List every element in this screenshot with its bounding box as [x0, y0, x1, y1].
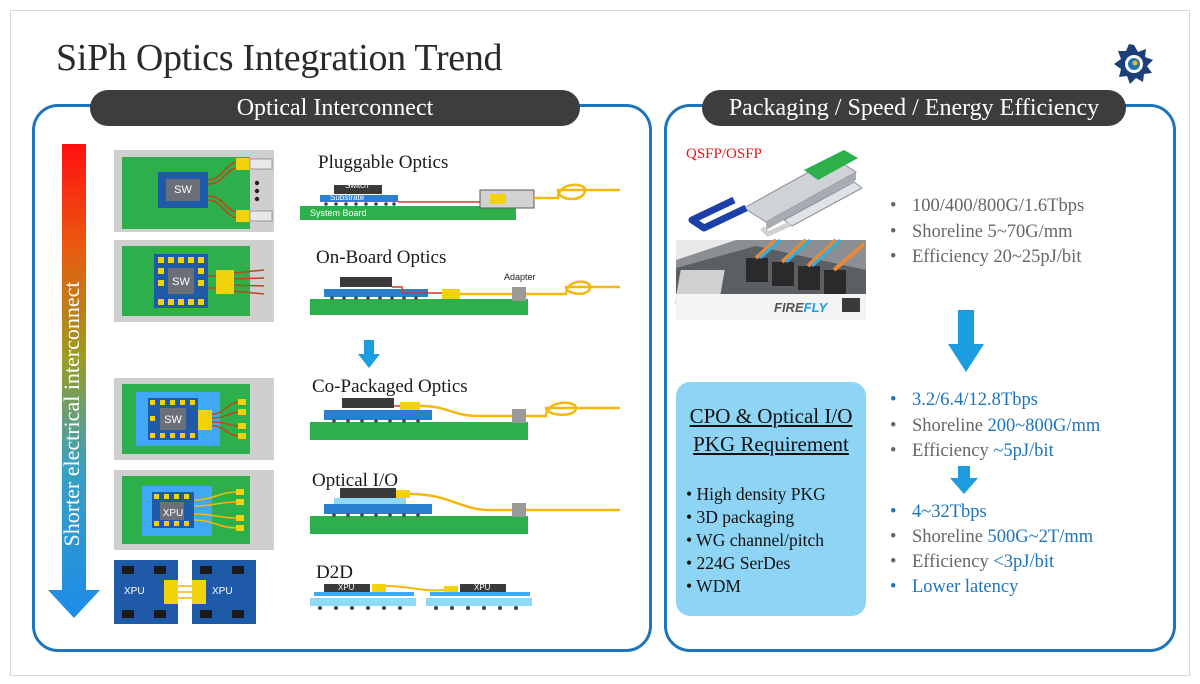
down-arrow-icon [358, 340, 380, 368]
requirement-item: • WDM [686, 576, 741, 596]
group3-bullet: •Shoreline 500G~2T/mm [890, 527, 1094, 547]
chip-label: SW [174, 184, 192, 196]
firefly-logo-part1: FIRE [774, 300, 804, 315]
shorter-interconnect-arrow [48, 144, 100, 618]
xpu-label-left: XPU [338, 583, 355, 592]
requirement-item: • High density PKG [686, 484, 826, 504]
group3-bullet: •4~32Tbps [890, 502, 987, 522]
firefly-photo [674, 238, 866, 320]
optical-interconnect-header: Optical Interconnect [90, 90, 580, 126]
on-board-cross-section [310, 277, 620, 315]
group3-shoreline-label: Shoreline [912, 527, 983, 547]
group2-shoreline-value: 200~800G/mm [987, 416, 1101, 436]
pkg-requirement-box: CPO & Optical I/O PKG Requirement • High… [676, 382, 866, 616]
group1-text: Shoreline 5~70G/mm [912, 222, 1073, 242]
group1-bullet: •100/400/800G/1.6Tbps [890, 196, 1085, 216]
optical-io-label: Optical I/O [312, 470, 399, 491]
firefly-logo-part2: FLY [803, 300, 828, 315]
pluggable-top-view [114, 150, 274, 232]
qsfp-osfp-label: QSFP/OSFP [686, 146, 762, 162]
group2-efficiency-label: Efficiency [912, 441, 989, 461]
d2d-top-view [114, 560, 256, 624]
chip-label: XPU [124, 586, 145, 597]
requirement-item: • 3D packaging [686, 507, 795, 527]
chip-label: SW [164, 414, 182, 426]
down-arrow-icon [948, 310, 984, 372]
requirement-title-line2: PKG Requirement [693, 432, 849, 456]
group1-bullet: •Shoreline 5~70G/mm [890, 222, 1073, 242]
group2-bullet: •3.2/6.4/12.8Tbps [890, 390, 1038, 410]
qsfp-module-photo [688, 150, 863, 237]
co-packaged-optics-label: Co-Packaged Optics [312, 376, 468, 397]
substrate-label: Substrate [330, 193, 365, 202]
small-down-arrow-icon [950, 466, 978, 494]
packaging-header: Packaging / Speed / Energy Efficiency [702, 90, 1126, 126]
group1-text: 100/400/800G/1.6Tbps [912, 196, 1085, 216]
chip-label: XPU [162, 508, 184, 519]
slide-title: SiPh Optics Integration Trend [56, 37, 503, 79]
chip-label: XPU [212, 586, 233, 597]
group3-bullet: •Efficiency <3pJ/bit [890, 552, 1055, 572]
on-board-optics-label: On-Board Optics [316, 247, 447, 268]
group2-bullet: •Shoreline 200~800G/mm [890, 416, 1101, 436]
firefly-logo: FIREFLY [774, 300, 827, 315]
group3-efficiency-label: Efficiency [912, 552, 989, 572]
optical-io-cross-section [310, 488, 620, 534]
requirement-title-line1: CPO & Optical I/O [689, 404, 853, 428]
pluggable-optics-label: Pluggable Optics [318, 152, 449, 173]
chip-label: SW [172, 276, 190, 288]
packaging-panel [664, 104, 1176, 652]
pluggable-cross-section [300, 183, 620, 220]
group2-shoreline-label: Shoreline [912, 416, 983, 436]
group2-bullet: •Efficiency ~5pJ/bit [890, 441, 1054, 461]
switch-label: Switch [345, 181, 369, 190]
optical-io-top-view [114, 470, 274, 550]
co-packaged-top-view [114, 378, 274, 460]
company-logo-icon [1114, 44, 1153, 84]
d2d-label: D2D [316, 562, 353, 583]
requirement-item: • WG channel/pitch [686, 530, 824, 550]
adapter-label: Adapter [504, 272, 536, 282]
group1-bullet: •Efficiency 20~25pJ/bit [890, 247, 1082, 267]
group3-bullet: •Lower latency [890, 577, 1019, 597]
group3-latency: Lower latency [912, 577, 1019, 597]
group2-speed: 3.2/6.4/12.8Tbps [912, 390, 1038, 410]
on-board-top-view [114, 240, 274, 322]
group3-efficiency-value: <3pJ/bit [993, 552, 1055, 572]
requirement-item: • 224G SerDes [686, 553, 791, 573]
group3-speed: 4~32Tbps [912, 502, 987, 522]
group3-shoreline-value: 500G~2T/mm [987, 527, 1094, 547]
shorter-interconnect-label: Shorter electrical interconnect [59, 281, 84, 547]
system-board-label: System Board [310, 208, 367, 218]
group1-text: Efficiency 20~25pJ/bit [912, 247, 1082, 267]
xpu-label-right: XPU [474, 583, 491, 592]
d2d-cross-section [310, 584, 532, 610]
group2-efficiency-value: ~5pJ/bit [993, 441, 1054, 461]
co-packaged-cross-section [310, 398, 620, 440]
